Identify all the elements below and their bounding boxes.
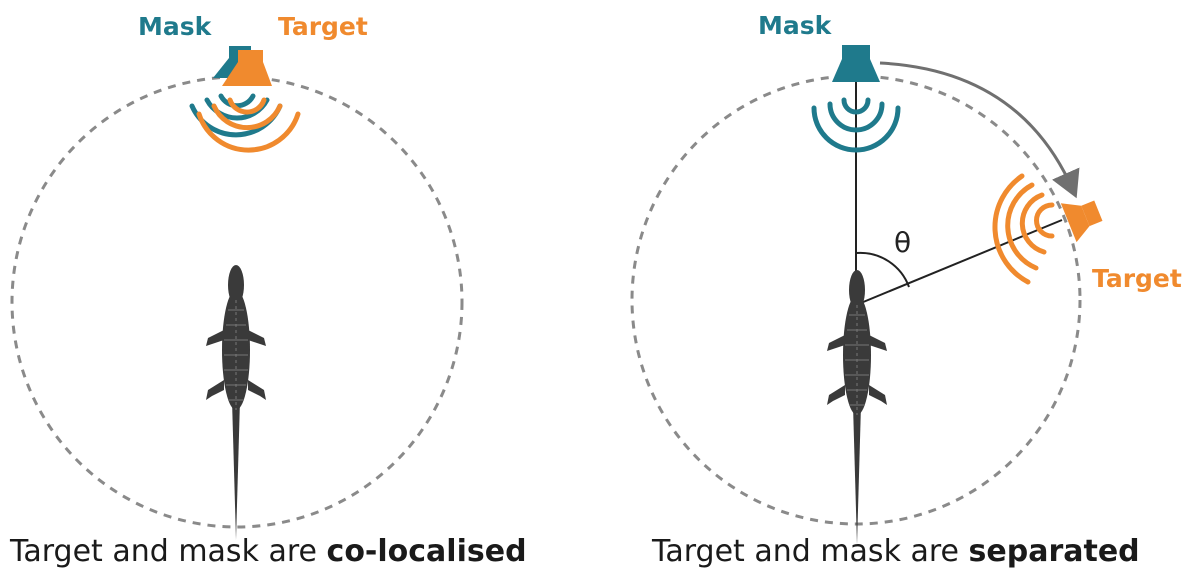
left-panel: Mask Target [10, 12, 464, 541]
right-target-speaker-icon [1060, 200, 1103, 243]
angle-theta-label: θ [894, 226, 911, 259]
right-target-label: Target [1092, 264, 1182, 293]
left-target-speaker-icon [222, 50, 272, 86]
right-mask-speaker-icon [832, 45, 880, 82]
right-mask-label: Mask [758, 11, 833, 40]
right-caption-bold: separated [968, 534, 1140, 569]
right-caption-prefix: Target and mask are [652, 534, 969, 569]
right-alligator-icon [826, 269, 888, 546]
left-mask-label: Mask [138, 12, 213, 41]
left-target-label: Target [278, 12, 368, 41]
left-target-sound-wave-icon [196, 97, 301, 153]
left-caption: Target and mask are co-localised [10, 534, 527, 569]
left-caption-prefix: Target and mask are [10, 534, 327, 569]
angle-arc-icon [855, 251, 910, 288]
right-panel: θ Mask Target [630, 11, 1182, 546]
left-caption-bold: co-localised [326, 534, 527, 569]
target-direction-line [855, 219, 1063, 306]
right-caption: Target and mask are separated [652, 534, 1140, 569]
right-target-sound-wave-icon [992, 173, 1055, 285]
left-boundary-circle [10, 75, 464, 529]
right-mask-sound-wave-icon [811, 97, 901, 153]
curved-arrow-icon [879, 61, 1080, 199]
left-alligator-icon [205, 264, 267, 541]
